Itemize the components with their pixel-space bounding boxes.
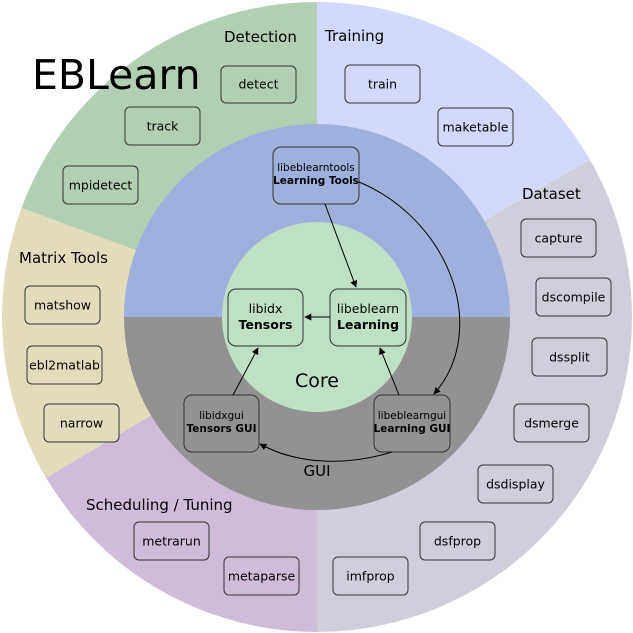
lib-desc: Tensors	[239, 317, 293, 332]
ring-label-gui: GUI	[303, 462, 330, 480]
arrow-learningtools-to-learning	[324, 203, 358, 288]
tool-narrow[interactable]: narrow	[43, 403, 120, 443]
lib-box	[373, 394, 451, 453]
lib-name: libeblearngui	[378, 410, 446, 422]
dependency-arrows	[232, 181, 461, 462]
tool-label: ebl2matlab	[29, 358, 100, 373]
arrow-learninggui-to-tensorsgui	[259, 443, 393, 462]
tool-capture[interactable]: capture	[520, 218, 597, 258]
tool-label: imfprop	[346, 569, 394, 584]
tool-box	[344, 64, 421, 104]
tool-box	[419, 521, 496, 561]
arrow-learningtools-to-learninggui	[358, 181, 461, 395]
tool-label: narrow	[60, 416, 103, 431]
tool-detect[interactable]: detect	[220, 65, 297, 104]
tool-metrarun[interactable]: metrarun	[133, 521, 210, 561]
tool-label: metaparse	[228, 569, 296, 584]
lib-name: libidxgui	[199, 410, 244, 422]
tool-box	[62, 165, 139, 205]
arrow-tensorsgui-to-tensors	[232, 347, 259, 396]
sector-label-detection: Detection	[224, 28, 297, 46]
tool-dscompile[interactable]: dscompile	[535, 277, 612, 317]
tool-box	[531, 337, 608, 377]
tool-box	[332, 556, 409, 596]
tool-dsfprop[interactable]: dsfprop	[419, 521, 496, 561]
sector-label-dataset: Dataset	[522, 185, 581, 203]
lib-libeblearntools[interactable]: libeblearntools Learning Tools	[272, 146, 360, 205]
arrow-learninggui-to-learning	[379, 347, 400, 396]
lib-libidxgui[interactable]: libidxgui Tensors GUI	[183, 394, 260, 453]
sector-label-matrix-tools: Matrix Tools	[19, 249, 108, 267]
tool-label: train	[368, 77, 397, 92]
lib-box	[272, 146, 360, 205]
tool-label: dsdisplay	[486, 477, 545, 492]
diagram-title: EBLearn	[32, 51, 201, 99]
tool-box	[133, 521, 210, 561]
tool-label: mpidetect	[69, 178, 133, 193]
tool-matshow[interactable]: matshow	[24, 285, 101, 325]
tool-dsmerge[interactable]: dsmerge	[513, 403, 590, 443]
lib-desc: Learning Tools	[273, 175, 359, 187]
lib-libidx[interactable]: libidx Tensors	[227, 288, 304, 347]
lib-name: libeblearn	[337, 301, 399, 316]
tool-label: dsfprop	[434, 534, 481, 549]
tool-box	[520, 218, 597, 258]
lib-name: libidx	[249, 301, 283, 316]
tool-label: metrarun	[142, 534, 201, 549]
lib-desc: Tensors GUI	[187, 423, 257, 435]
lib-desc: Learning	[337, 317, 399, 332]
lib-box	[183, 394, 260, 453]
lib-box	[227, 288, 304, 347]
tool-label: dssplit	[549, 350, 590, 365]
tool-label: maketable	[443, 120, 509, 135]
lib-desc: Learning GUI	[374, 423, 451, 435]
tool-label: capture	[535, 231, 583, 246]
tool-label: detect	[239, 77, 279, 92]
tool-box	[24, 285, 101, 325]
ring-label-core: Core	[295, 370, 339, 392]
tool-ebl2matlab[interactable]: ebl2matlab	[26, 345, 103, 385]
tool-track[interactable]: track	[124, 106, 201, 146]
sector-label-scheduling: Scheduling / Tuning	[86, 496, 233, 514]
tool-label: dsmerge	[524, 416, 579, 431]
lib-libeblearn[interactable]: libeblearn Learning	[329, 288, 407, 347]
tool-imfprop[interactable]: imfprop	[332, 556, 409, 596]
tool-box	[220, 65, 297, 104]
tool-box	[477, 464, 554, 504]
tool-box	[535, 277, 612, 317]
lib-libeblearngui[interactable]: libeblearngui Learning GUI	[373, 394, 451, 453]
tool-dssplit[interactable]: dssplit	[531, 337, 608, 377]
tool-label: dscompile	[542, 290, 606, 305]
lib-name: libeblearntools	[277, 162, 355, 174]
sector-label-training: Training	[324, 27, 384, 45]
tool-mpidetect[interactable]: mpidetect	[62, 165, 139, 205]
tool-box	[223, 556, 300, 596]
tool-label: matshow	[34, 298, 91, 313]
tool-maketable[interactable]: maketable	[437, 107, 514, 147]
tool-box	[124, 106, 201, 146]
tool-box	[437, 107, 514, 147]
tool-dsdisplay[interactable]: dsdisplay	[477, 464, 554, 504]
tool-box	[26, 345, 103, 385]
tool-label: track	[147, 119, 180, 134]
tool-box	[513, 403, 590, 443]
tool-box	[43, 403, 120, 443]
tool-train[interactable]: train	[344, 64, 421, 104]
tool-metaparse[interactable]: metaparse	[223, 556, 300, 596]
